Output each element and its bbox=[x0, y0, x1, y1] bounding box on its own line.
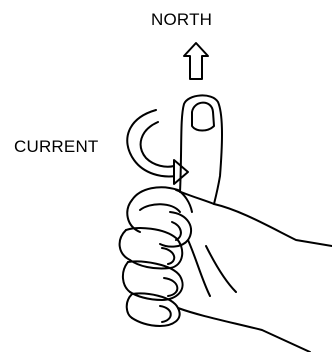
up-arrow-icon bbox=[184, 43, 208, 79]
curved-arrow-icon bbox=[127, 110, 188, 184]
north-label: NORTH bbox=[151, 10, 212, 30]
current-label: CURRENT bbox=[14, 137, 99, 157]
hand-icon bbox=[120, 95, 332, 352]
